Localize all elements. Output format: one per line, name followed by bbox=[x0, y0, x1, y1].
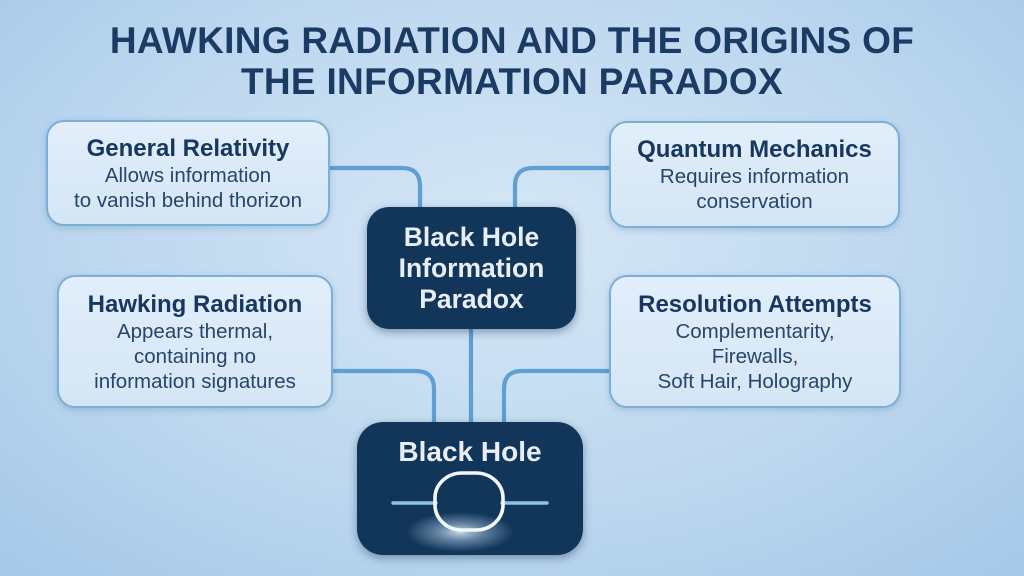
center-node-line: Paradox bbox=[419, 283, 524, 314]
center-node-line: Black Hole bbox=[403, 221, 540, 252]
node-body-line: containing no bbox=[134, 344, 256, 368]
center-node-line: Information bbox=[398, 252, 545, 283]
node-resolution-attempts: Resolution Attempts Complementarity, Fir… bbox=[609, 275, 901, 408]
page-title-line2: THE INFORMATION PARADOX bbox=[240, 61, 783, 102]
node-body-line: information signatures bbox=[94, 369, 296, 393]
node-body-line: Complementarity, bbox=[675, 319, 835, 343]
node-hawking-radiation: Hawking Radiation Appears thermal, conta… bbox=[57, 275, 333, 408]
node-quantum-mechanics: Quantum Mechanics Requires information c… bbox=[609, 121, 900, 228]
node-body-line: to vanish behind thorizon bbox=[74, 188, 302, 212]
node-body-line: Allows information bbox=[104, 163, 272, 187]
event-horizon-ring bbox=[433, 471, 505, 532]
connector-resolution-attempts-to-black-hole bbox=[501, 368, 612, 426]
node-heading: Resolution Attempts bbox=[638, 290, 872, 318]
node-body-line: Soft Hair, Holography bbox=[657, 369, 853, 393]
node-body-line: conservation bbox=[696, 190, 813, 213]
connector-general-relativity-to-center bbox=[327, 165, 423, 212]
connector-hawking-radiation-to-black-hole bbox=[330, 368, 437, 426]
node-heading: Quantum Mechanics bbox=[637, 136, 872, 163]
connector-quantum-mechanics-to-center bbox=[512, 165, 612, 212]
black-hole-label: Black Hole bbox=[398, 436, 542, 467]
node-heading: Hawking Radiation bbox=[87, 290, 303, 318]
node-body-line: Firewalls, bbox=[711, 344, 799, 368]
node-heading: General Relativity bbox=[86, 134, 290, 162]
page-title-line1: HAWKING RADIATION AND THE ORIGINS OF bbox=[109, 20, 915, 61]
black-hole-glow bbox=[406, 512, 514, 552]
node-black-hole-information-paradox: Black Hole Information Paradox bbox=[367, 207, 576, 329]
node-black-hole: Black Hole bbox=[357, 422, 583, 555]
page-title: HAWKING RADIATION AND THE ORIGINS OF THE… bbox=[0, 20, 1024, 102]
node-body-line: Appears thermal, bbox=[116, 319, 274, 343]
black-hole-event-horizon-icon bbox=[391, 471, 549, 552]
node-body-line: Requires information bbox=[659, 165, 850, 188]
node-general-relativity: General Relativity Allows information to… bbox=[46, 120, 330, 226]
